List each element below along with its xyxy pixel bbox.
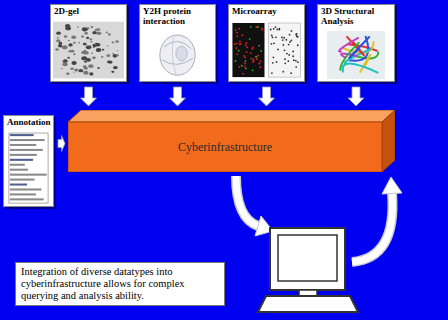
- block-arrow: [170, 87, 186, 106]
- source-label: Y2H protein interaction: [140, 5, 215, 29]
- curved-arrow: [236, 176, 273, 236]
- y2h-illustration: [142, 31, 213, 79]
- gel-illustration: [53, 21, 124, 79]
- caption-text: Integration of diverse datatypes into cy…: [21, 266, 219, 302]
- caption-box: Integration of diverse datatypes into cy…: [15, 262, 225, 306]
- data-source-box: Microarray: [228, 4, 305, 82]
- block-label: Cyberinfrastructure: [178, 140, 272, 155]
- arrow-shape: [170, 87, 186, 106]
- arrow-shape: [81, 87, 97, 106]
- source-label: 2D-gel: [51, 5, 126, 19]
- curved-arrow: [352, 177, 402, 262]
- struct-illustration: [320, 31, 392, 79]
- cyberinfrastructure-block: Cyberinfrastructure: [68, 110, 395, 172]
- data-source-box: Annotation: [3, 115, 54, 207]
- block-face: Cyberinfrastructure: [68, 122, 382, 172]
- block-arrow: [259, 87, 275, 106]
- source-label: Annotation: [4, 116, 53, 130]
- arrow-shape: [58, 136, 65, 152]
- data-source-box: Y2H protein interaction: [139, 4, 216, 82]
- block-arrow: [348, 87, 364, 106]
- micro-illustration: [231, 21, 302, 79]
- source-label: 3D Structural Analysis: [318, 5, 394, 29]
- annot-illustration: [6, 132, 51, 204]
- computer-symbol: [258, 228, 358, 312]
- source-label: Microarray: [229, 5, 304, 19]
- block-arrow: [58, 136, 65, 152]
- arrow-shape: [259, 87, 275, 106]
- data-source-box: 2D-gel: [50, 4, 127, 82]
- block-arrow: [81, 87, 97, 106]
- arrow-shape: [348, 87, 364, 106]
- data-source-box: 3D Structural Analysis: [317, 4, 395, 82]
